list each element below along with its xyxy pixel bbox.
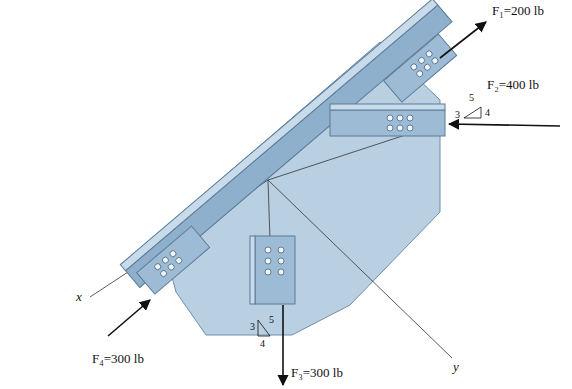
- slope-triangles: [258, 107, 481, 336]
- force-label: F₁=200 lb: [492, 4, 544, 17]
- slope-number: 4: [260, 339, 265, 349]
- axis-label: x: [76, 290, 82, 303]
- f3-member: [250, 236, 295, 304]
- f2-member: [330, 104, 445, 136]
- slope-number: 5: [269, 315, 274, 325]
- slope-number: 5: [469, 93, 474, 103]
- force-label: F₂=400 lb: [487, 78, 539, 91]
- slope-number: 4: [485, 108, 490, 118]
- slope-number: 3: [455, 110, 460, 120]
- slope-number: 3: [250, 322, 255, 332]
- f4-bracket: [137, 226, 210, 294]
- f1-bracket: [384, 34, 457, 102]
- force-label: F₃=300 lb: [291, 366, 343, 379]
- axis-label: y: [453, 360, 459, 373]
- force-arrows: [108, 22, 560, 385]
- force-label: F₄=300 lb: [92, 352, 144, 365]
